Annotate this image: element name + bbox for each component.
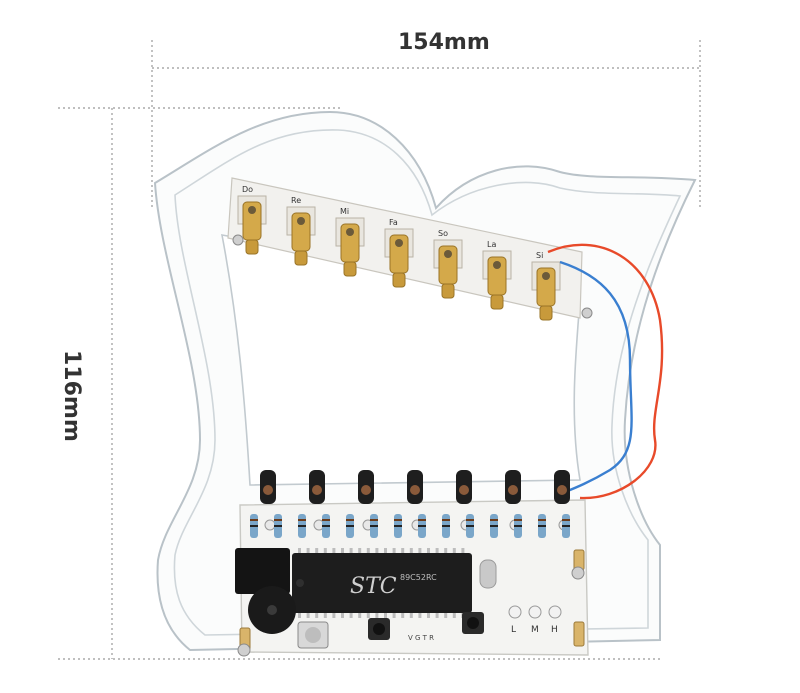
status-led: M xyxy=(528,605,542,635)
chip-pin xyxy=(418,613,422,618)
brass-standoffs xyxy=(239,549,585,651)
chip-pin xyxy=(358,613,362,618)
mcu-chip: STC 89C52RC xyxy=(292,548,472,618)
laser-module-label: La xyxy=(487,240,496,249)
chip-pin xyxy=(323,613,327,618)
status-led-label: H xyxy=(551,625,558,635)
chip-pin xyxy=(435,548,439,553)
status-led-label: L xyxy=(511,625,516,635)
chip-pin xyxy=(349,613,353,618)
chip-pin xyxy=(384,613,387,618)
chip-pin xyxy=(401,548,405,553)
chip-pin xyxy=(315,548,319,553)
laser-module-label: Fa xyxy=(389,218,398,227)
chip-pin xyxy=(444,613,448,618)
chip-pin xyxy=(461,548,465,553)
chip-pin xyxy=(392,613,396,618)
chip-pin xyxy=(323,548,327,553)
dc-power-jack xyxy=(235,548,290,594)
resistor xyxy=(394,514,402,538)
resistor xyxy=(562,514,570,538)
chip-brand: STC xyxy=(350,574,397,599)
height-dimension-label: 116mm xyxy=(59,350,84,442)
status-led: L xyxy=(508,605,522,635)
chip-pin xyxy=(418,548,422,553)
resistor xyxy=(346,514,354,538)
resistor xyxy=(490,514,498,538)
chip-pin xyxy=(427,613,430,618)
width-dimension-label: 154mm xyxy=(398,30,490,55)
status-led: H xyxy=(548,605,562,635)
laser-module-label: Si xyxy=(536,251,543,260)
chip-pin xyxy=(401,613,405,618)
crystal-oscillator xyxy=(479,559,497,589)
status-led-label: M xyxy=(531,625,539,635)
laser-module-6: La xyxy=(482,240,512,310)
chip-pin xyxy=(332,548,336,553)
chip-model: 89C52RC xyxy=(400,573,437,582)
resistor xyxy=(322,514,330,538)
resistor xyxy=(538,514,546,538)
acrylic-frame-back xyxy=(173,129,682,636)
laser-module-label: Re xyxy=(291,196,301,205)
resistor xyxy=(466,514,474,538)
laser-module-label: So xyxy=(438,229,448,238)
blue-wire xyxy=(559,260,633,494)
laser-module-2: Re xyxy=(286,196,316,266)
laser-module-5: So xyxy=(433,229,463,299)
chip-pin xyxy=(375,548,379,553)
chip-pin xyxy=(298,548,301,553)
chip-pin xyxy=(366,613,370,618)
pin-header-label: V G T R xyxy=(408,634,434,642)
chip-pin xyxy=(452,548,456,553)
resistor xyxy=(418,514,426,538)
dimension-guides xyxy=(58,40,701,660)
laser-module-7: Si xyxy=(531,251,561,321)
chip-pin xyxy=(332,613,336,618)
chip-pin xyxy=(409,613,413,618)
chip-pin xyxy=(358,548,362,553)
laser-module-label: Mi xyxy=(340,207,349,216)
chip-pin xyxy=(435,613,439,618)
red-wire xyxy=(547,243,664,500)
resistor xyxy=(298,514,306,538)
push-buttons xyxy=(297,612,484,649)
laser-module-label: Do xyxy=(242,185,253,194)
laser-module-1: Do xyxy=(237,185,267,255)
resistor xyxy=(370,514,378,538)
chip-pin xyxy=(427,548,430,553)
chip-pin xyxy=(366,548,370,553)
chip-pin xyxy=(452,613,456,618)
resistor xyxy=(514,514,522,538)
chip-pin xyxy=(315,613,319,618)
chip-pin xyxy=(384,548,387,553)
screws xyxy=(232,234,593,657)
photoresistor-sensor xyxy=(407,470,423,531)
chip-pin xyxy=(409,548,413,553)
resistor xyxy=(274,514,282,538)
resistor xyxy=(442,514,450,538)
chip-pin xyxy=(375,613,379,618)
chip-pin xyxy=(444,548,448,553)
laser-module-3: Mi xyxy=(335,207,365,277)
chip-pin xyxy=(349,548,353,553)
laser-module-4: Fa xyxy=(384,218,414,288)
chip-pin xyxy=(298,613,301,618)
chip-pin xyxy=(306,548,310,553)
photoresistor-sensor xyxy=(358,470,374,531)
chip-pin xyxy=(306,613,310,618)
main-pcb: STC 89C52RC V G T R L M H xyxy=(232,234,593,657)
chip-pin xyxy=(341,613,344,618)
chip-pin xyxy=(341,548,344,553)
resistor xyxy=(250,514,258,538)
photoresistor-sensor xyxy=(309,470,325,531)
chip-pin xyxy=(392,548,396,553)
